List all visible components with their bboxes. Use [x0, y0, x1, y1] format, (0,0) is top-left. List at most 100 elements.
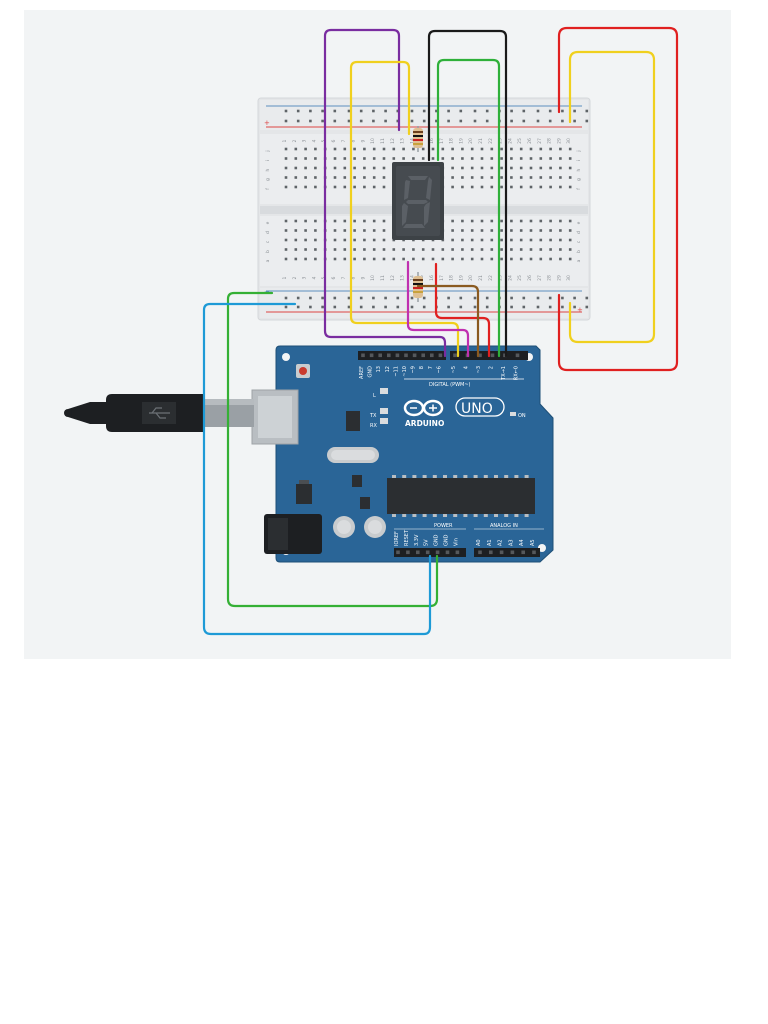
- breadboard-hole[interactable]: [451, 176, 454, 179]
- rail-hole[interactable]: [459, 296, 463, 300]
- rail-hole[interactable]: [485, 109, 489, 113]
- wire-green-power[interactable]: [226, 291, 439, 608]
- breadboard-hole[interactable]: [353, 229, 356, 232]
- rail-hole[interactable]: [573, 296, 576, 300]
- breadboard-hole[interactable]: [284, 147, 288, 151]
- breadboard-hole[interactable]: [500, 176, 503, 179]
- breadboard-hole[interactable]: [431, 248, 435, 251]
- breadboard-hole[interactable]: [490, 248, 494, 251]
- rail-hole[interactable]: [422, 296, 426, 300]
- breadboard-hole[interactable]: [333, 229, 337, 232]
- breadboard-hole[interactable]: [343, 185, 347, 189]
- breadboard-hole[interactable]: [382, 157, 386, 160]
- digital-pin[interactable]: [395, 353, 400, 358]
- breadboard-hole[interactable]: [333, 238, 337, 242]
- rail-hole[interactable]: [536, 305, 540, 309]
- rail-hole[interactable]: [561, 296, 564, 300]
- rail-hole[interactable]: [296, 109, 300, 113]
- rail-hole[interactable]: [422, 119, 426, 123]
- rail-hole[interactable]: [284, 296, 288, 300]
- breadboard-hole[interactable]: [382, 176, 386, 179]
- rail-hole[interactable]: [536, 296, 540, 300]
- rail-hole[interactable]: [321, 119, 324, 123]
- breadboard-hole[interactable]: [382, 219, 386, 223]
- wire-green[interactable]: [436, 58, 501, 358]
- rail-hole[interactable]: [396, 119, 400, 123]
- rail-hole[interactable]: [536, 119, 540, 123]
- rail-hole[interactable]: [522, 296, 526, 300]
- breadboard-hole[interactable]: [480, 157, 484, 160]
- rail-hole[interactable]: [284, 119, 288, 123]
- breadboard-hole[interactable]: [510, 248, 513, 251]
- breadboard-hole[interactable]: [519, 229, 523, 232]
- breadboard-hole[interactable]: [284, 257, 288, 261]
- rail-hole[interactable]: [372, 119, 375, 123]
- rail-hole[interactable]: [372, 305, 375, 309]
- seven-segment-display[interactable]: 8: [24, 10, 444, 240]
- breadboard-hole[interactable]: [284, 185, 288, 189]
- breadboard-hole[interactable]: [441, 157, 445, 160]
- breadboard-hole[interactable]: [480, 257, 484, 261]
- breadboard-hole[interactable]: [333, 257, 337, 261]
- rail-hole[interactable]: [333, 296, 337, 300]
- breadboard-hole[interactable]: [461, 219, 464, 223]
- analog-pin[interactable]: [510, 550, 515, 555]
- analog-pin[interactable]: [478, 550, 482, 555]
- breadboard-hole[interactable]: [470, 248, 474, 251]
- rail-hole[interactable]: [435, 109, 438, 113]
- breadboard-hole[interactable]: [539, 185, 543, 189]
- breadboard-hole[interactable]: [284, 176, 288, 179]
- breadboard-hole[interactable]: [470, 176, 474, 179]
- breadboard-hole[interactable]: [559, 257, 562, 261]
- breadboard-hole[interactable]: [382, 166, 386, 170]
- breadboard-hole[interactable]: [333, 185, 337, 189]
- breadboard-hole[interactable]: [568, 185, 572, 189]
- breadboard-hole[interactable]: [304, 229, 307, 232]
- breadboard-hole[interactable]: [549, 166, 552, 170]
- breadboard-hole[interactable]: [539, 157, 543, 160]
- breadboard-hole[interactable]: [402, 248, 405, 251]
- rail-hole[interactable]: [359, 305, 363, 309]
- rail-hole[interactable]: [485, 305, 489, 309]
- breadboard-hole[interactable]: [461, 248, 464, 251]
- breadboard-hole[interactable]: [284, 248, 288, 251]
- breadboard-hole[interactable]: [421, 157, 425, 160]
- breadboard-hole[interactable]: [500, 147, 503, 151]
- rail-hole[interactable]: [573, 305, 576, 309]
- breadboard-hole[interactable]: [519, 238, 523, 242]
- rail-hole[interactable]: [548, 109, 552, 113]
- resistor-top[interactable]: [413, 126, 423, 152]
- breadboard-hole[interactable]: [529, 238, 533, 242]
- breadboard-hole[interactable]: [314, 157, 317, 160]
- breadboard-hole[interactable]: [353, 248, 356, 251]
- breadboard-hole[interactable]: [304, 248, 307, 251]
- breadboard-hole[interactable]: [500, 185, 503, 189]
- breadboard-hole[interactable]: [549, 185, 552, 189]
- breadboard-hole[interactable]: [441, 238, 445, 242]
- breadboard-hole[interactable]: [333, 219, 337, 223]
- breadboard-hole[interactable]: [353, 219, 356, 223]
- breadboard-hole[interactable]: [314, 229, 317, 232]
- breadboard-hole[interactable]: [568, 176, 572, 179]
- breadboard-hole[interactable]: [441, 147, 445, 151]
- breadboard-hole[interactable]: [372, 185, 376, 189]
- breadboard-hole[interactable]: [451, 147, 454, 151]
- digital-pin[interactable]: [404, 353, 408, 358]
- breadboard-hole[interactable]: [480, 238, 484, 242]
- breadboard-hole[interactable]: [363, 238, 366, 242]
- digital-pin[interactable]: [378, 353, 382, 358]
- power-pin[interactable]: [445, 550, 450, 555]
- breadboard-hole[interactable]: [294, 229, 298, 232]
- breadboard-hole[interactable]: [284, 238, 288, 242]
- rail-hole[interactable]: [536, 109, 540, 113]
- breadboard-hole[interactable]: [294, 185, 298, 189]
- rail-hole[interactable]: [585, 305, 589, 309]
- breadboard-hole[interactable]: [529, 185, 533, 189]
- breadboard-hole[interactable]: [510, 166, 513, 170]
- breadboard-hole[interactable]: [490, 176, 494, 179]
- breadboard-hole[interactable]: [392, 147, 396, 151]
- breadboard-hole[interactable]: [490, 147, 494, 151]
- digital-pin[interactable]: [361, 353, 365, 358]
- breadboard-hole[interactable]: [304, 185, 307, 189]
- breadboard-hole[interactable]: [353, 166, 356, 170]
